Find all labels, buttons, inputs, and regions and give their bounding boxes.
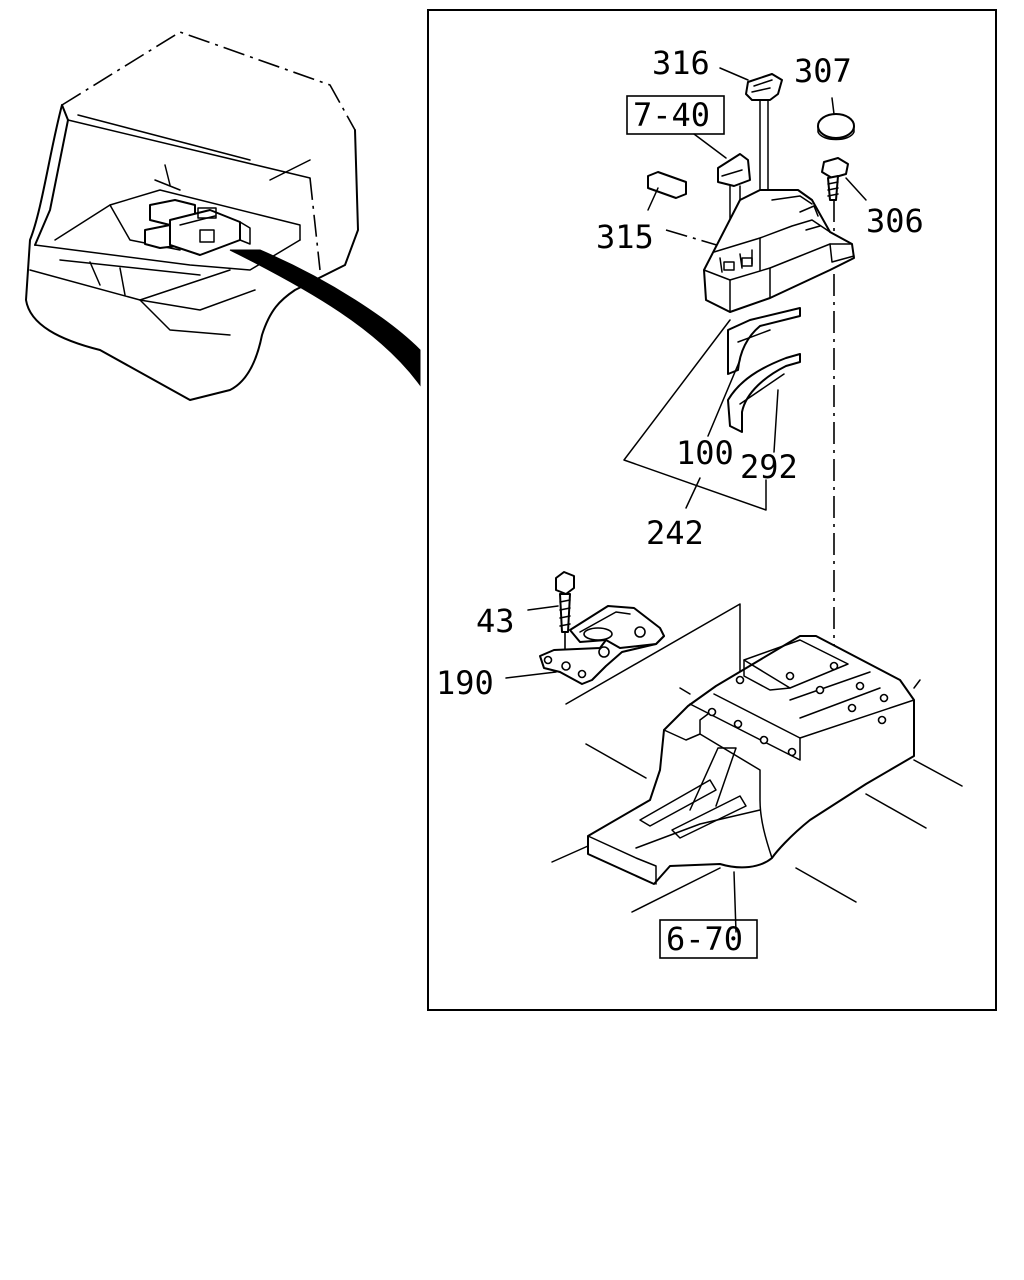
part-306-screw xyxy=(821,157,867,660)
label-315: 315 xyxy=(596,218,654,256)
label-307: 307 xyxy=(794,52,852,90)
detail-frame xyxy=(427,9,997,1011)
trim-plates-100-292 xyxy=(623,307,801,511)
ref-box-6-70 xyxy=(659,919,758,959)
label-6-70: 6-70 xyxy=(666,920,743,958)
part-316-clip xyxy=(719,67,783,261)
part-315-cover xyxy=(647,171,721,247)
console-housing xyxy=(703,189,855,313)
floor-console-6-70 xyxy=(551,635,963,933)
part-labels: 316 307 7-40 306 315 100 292 242 43 190 … xyxy=(436,44,924,959)
label-292: 292 xyxy=(740,448,798,486)
label-242: 242 xyxy=(646,514,704,552)
bolt-43-bracket-190 xyxy=(505,571,741,705)
label-43: 43 xyxy=(476,602,515,640)
cab-overview xyxy=(25,31,421,401)
part-307-cap xyxy=(817,97,855,141)
ref-box-7-40 xyxy=(626,95,725,135)
label-316: 316 xyxy=(652,44,710,82)
label-306: 306 xyxy=(866,202,924,240)
label-190: 190 xyxy=(436,664,494,702)
label-7-40: 7-40 xyxy=(633,96,710,134)
label-100: 100 xyxy=(676,434,734,472)
